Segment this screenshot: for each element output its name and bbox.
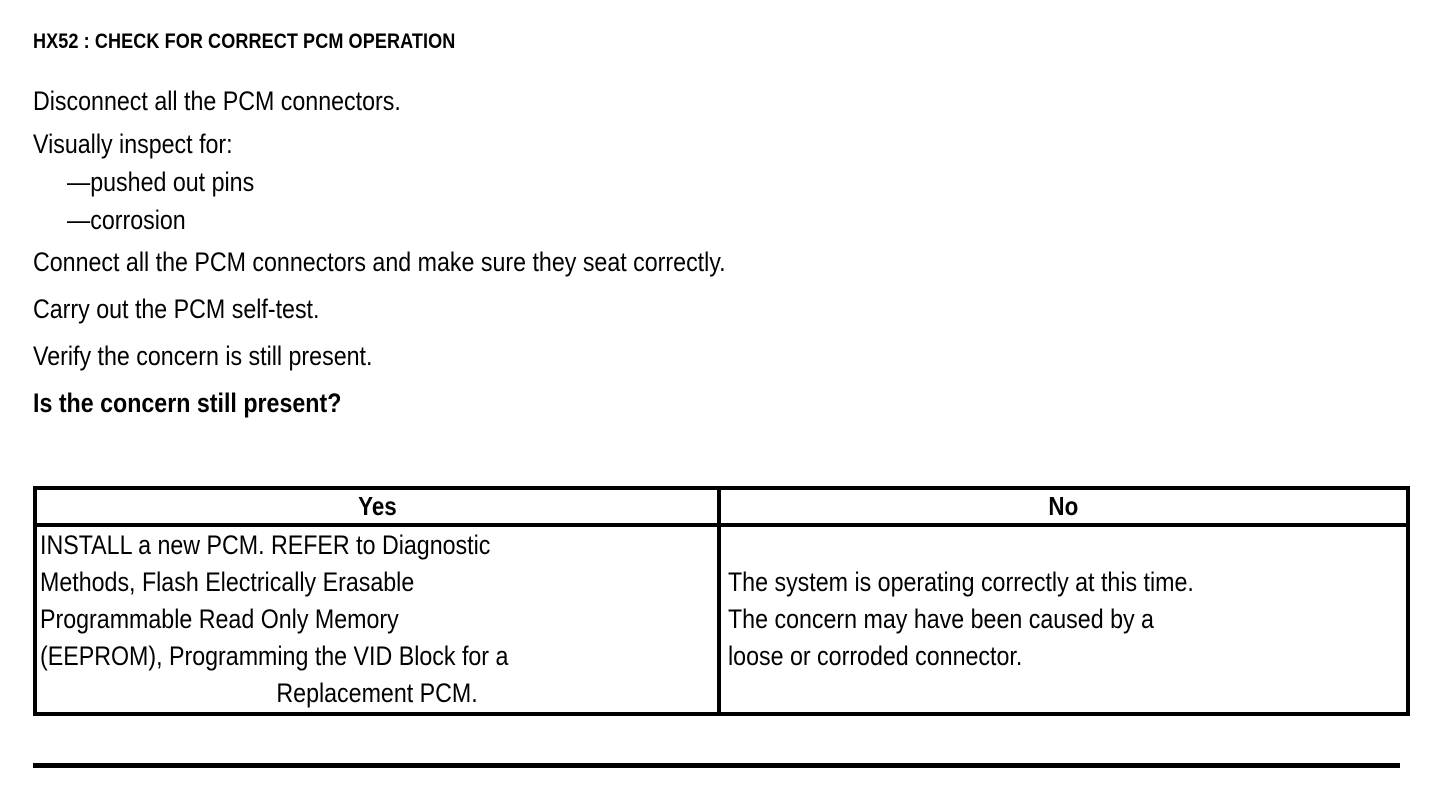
procedure-step-text: Connect all the PCM connectors and make …: [33, 247, 726, 277]
decision-question: Is the concern still present?: [33, 380, 1413, 427]
cell-no-line: The system is operating correctly at thi…: [728, 564, 1404, 601]
cell-no-line-text: loose or corroded connector.: [728, 641, 1023, 671]
decision-table: Yes No INSTALL a new PCM. REFER to Diagn…: [33, 486, 1410, 716]
cell-yes-line: Programmable Read Only Memory: [40, 601, 715, 638]
page-title: HX52 : CHECK FOR CORRECT PCM OPERATION: [33, 29, 524, 55]
inspect-bullet-pushed-out-pins: —pushed out pins: [33, 163, 1413, 201]
cell-yes-line: Replacement PCM.: [40, 675, 715, 712]
cell-no-action: The system is operating correctly at thi…: [717, 523, 1410, 716]
cell-yes-line: Methods, Flash Electrically Erasable: [40, 564, 715, 601]
cell-yes-line-text: Methods, Flash Electrically Erasable: [40, 567, 415, 597]
procedure-step-verify-concern: Verify the concern is still present.: [33, 333, 1413, 380]
cell-no-line: loose or corroded connector.: [728, 638, 1404, 675]
cell-yes-line-text: (EEPROM), Programming the VID Block for …: [40, 641, 509, 671]
procedure-step-text: Verify the concern is still present.: [33, 341, 373, 371]
procedure-step-list: Disconnect all the PCM connectors. Visua…: [33, 78, 1413, 427]
procedure-step-connect-connectors: Connect all the PCM connectors and make …: [33, 239, 1413, 286]
procedure-step-text: Disconnect all the PCM connectors.: [33, 86, 401, 116]
procedure-step-disconnect-connectors: Disconnect all the PCM connectors.: [33, 78, 1413, 125]
inspect-bullet-corrosion: —corrosion: [33, 201, 1413, 239]
column-header-no: No: [717, 486, 1410, 527]
cell-yes-line-text: INSTALL a new PCM. REFER to Diagnostic: [40, 530, 491, 560]
cell-yes-action: INSTALL a new PCM. REFER to Diagnostic M…: [33, 523, 721, 716]
cell-yes-text: INSTALL a new PCM. REFER to Diagnostic M…: [37, 527, 717, 712]
cell-no-text: The system is operating correctly at thi…: [721, 564, 1406, 675]
table-header-row: Yes No: [33, 486, 1410, 527]
cell-yes-line-text: Programmable Read Only Memory: [40, 604, 399, 634]
cell-no-line-text: The system is operating correctly at thi…: [728, 567, 1194, 597]
page-title-text: HX52 : CHECK FOR CORRECT PCM OPERATION: [33, 30, 456, 53]
cell-yes-line-text: Replacement PCM.: [276, 678, 479, 708]
procedure-step-text: Carry out the PCM self-test.: [33, 294, 320, 324]
decision-question-text: Is the concern still present?: [33, 388, 342, 418]
cell-no-line-text: The concern may have been caused by a: [728, 604, 1154, 634]
column-header-no-label: No: [1048, 491, 1079, 521]
page-footer-rule: [33, 763, 1400, 768]
cell-no-line: The concern may have been caused by a: [728, 601, 1404, 638]
procedure-step-self-test: Carry out the PCM self-test.: [33, 286, 1413, 333]
column-header-yes: Yes: [33, 486, 721, 527]
inspect-bullet-text: —pushed out pins: [67, 167, 255, 197]
cell-yes-line: (EEPROM), Programming the VID Block for …: [40, 638, 715, 675]
procedure-step-visually-inspect: Visually inspect for:: [33, 125, 1413, 163]
inspect-bullet-text: —corrosion: [67, 205, 186, 235]
procedure-step-text: Visually inspect for:: [33, 129, 233, 159]
table-row: INSTALL a new PCM. REFER to Diagnostic M…: [33, 523, 1410, 716]
cell-yes-line: INSTALL a new PCM. REFER to Diagnostic: [40, 527, 715, 564]
column-header-yes-label: Yes: [357, 491, 397, 521]
